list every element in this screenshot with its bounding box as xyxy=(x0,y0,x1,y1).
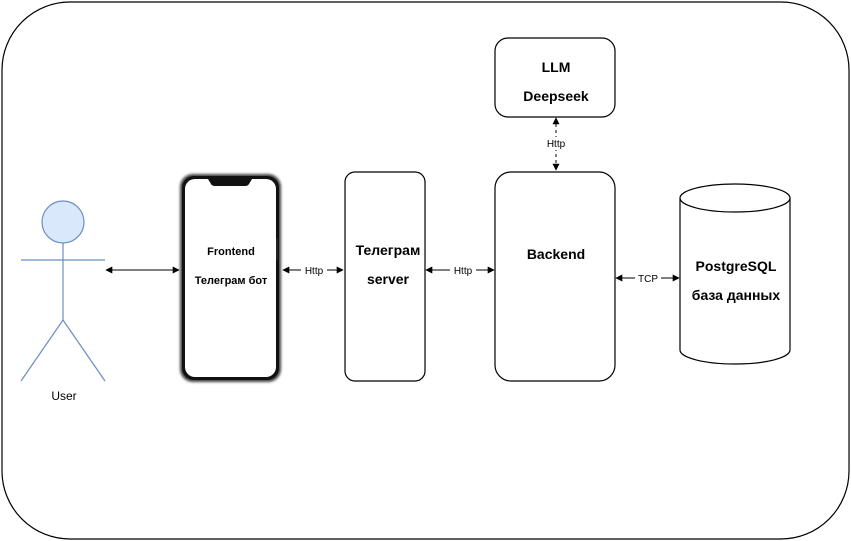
llm-node: LLM Deepseek xyxy=(494,37,616,118)
phone-subtitle: Телеграм бот xyxy=(195,275,268,287)
user-head xyxy=(41,200,85,244)
llm-line1: LLM xyxy=(542,59,571,75)
phone-title: Frontend xyxy=(207,246,255,258)
edge-label-backend-llm: Http xyxy=(547,139,566,150)
user-label: User xyxy=(51,389,76,403)
backend-label: Backend xyxy=(527,246,585,262)
telegram-server-line1: Телеграм xyxy=(356,242,421,258)
edge-backend-db: TCP xyxy=(615,272,680,285)
edge-label-frontend-server: Http xyxy=(305,266,324,277)
edge-label-server-backend: Http xyxy=(454,266,473,277)
backend-node: Backend xyxy=(494,171,616,382)
edge-backend-llm: Http xyxy=(543,117,569,171)
database-line1: PostgreSQL xyxy=(696,258,777,274)
edge-frontend-server: Http xyxy=(282,264,344,277)
database-line2: база данных xyxy=(692,287,781,303)
llm-line2: Deepseek xyxy=(523,88,589,104)
edge-label-backend-db: TCP xyxy=(638,274,658,285)
telegram-server-node: Телеграм server xyxy=(344,171,426,382)
user-actor: User xyxy=(20,200,106,403)
database-node: PostgreSQL база данных xyxy=(679,183,791,365)
edge-server-backend: Http xyxy=(425,264,495,277)
telegram-server-line2: server xyxy=(367,271,410,287)
phone-frontend: Frontend Телеграм бот xyxy=(180,174,281,382)
